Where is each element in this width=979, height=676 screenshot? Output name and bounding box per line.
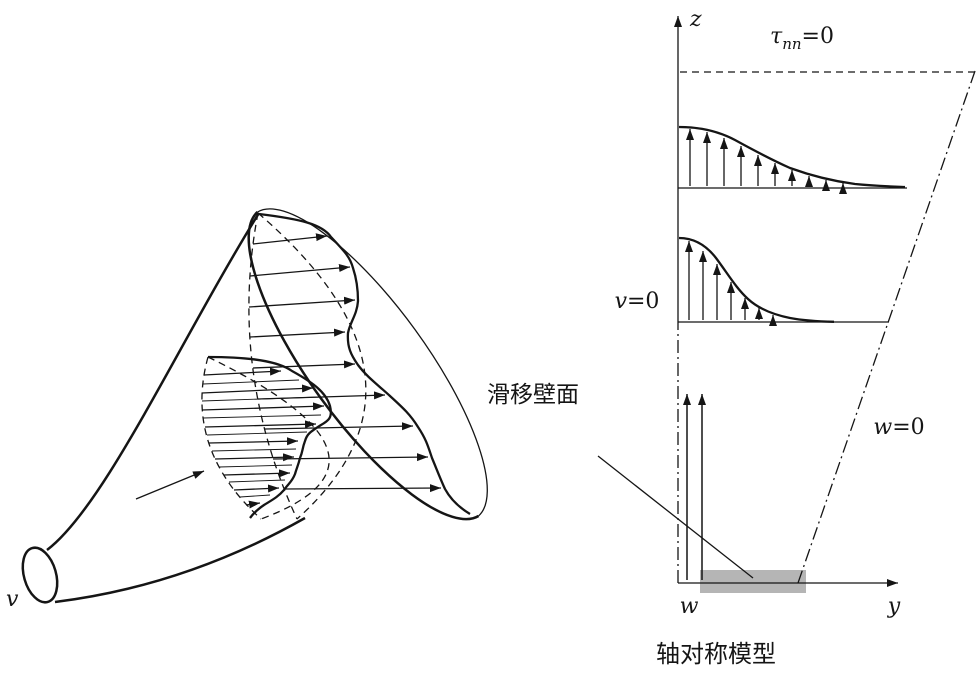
velocity-arrow xyxy=(201,384,314,394)
top-profile-arrows xyxy=(686,129,847,194)
mid-profile-arrows xyxy=(685,241,777,326)
velocity-arrow xyxy=(252,233,328,245)
outer-boundary-dashdot-line xyxy=(797,70,976,584)
mid-profile-curve xyxy=(678,236,835,323)
axisymmetric-model-figure: z τnn=0 v=0 w=0 w y 滑移壁面 轴对称模型 xyxy=(487,7,976,668)
small-profile-envelope xyxy=(207,355,332,519)
velocity-arrow xyxy=(223,469,291,478)
hatch-line xyxy=(206,431,308,436)
hatch-line xyxy=(228,479,286,483)
section-small-far-arc xyxy=(207,356,330,520)
w-symbol: w xyxy=(873,415,892,440)
tau-subscript: nn xyxy=(782,35,801,53)
hatch-line xyxy=(239,494,271,498)
section-large-hidden-arc xyxy=(248,212,298,520)
velocity-arrow xyxy=(249,264,351,277)
section-small-hidden-arc xyxy=(201,356,262,520)
funnel-lower-edge xyxy=(54,516,306,604)
hatch-line xyxy=(218,464,293,468)
bell-rim-far-edge xyxy=(257,208,488,517)
tau-boundary-condition-label: τnn=0 xyxy=(770,24,834,53)
y-axis-label: y xyxy=(887,594,901,619)
z-axis-label: z xyxy=(689,7,702,32)
tau-equals-zero: =0 xyxy=(802,24,834,49)
velocity-arrow xyxy=(283,484,442,493)
tau-symbol: τ xyxy=(770,24,783,49)
w-boundary-condition-label: w=0 xyxy=(873,415,924,440)
hatch-line xyxy=(211,448,297,452)
velocity-arrow xyxy=(208,437,299,446)
small-profile-arrows xyxy=(201,367,325,509)
inlet-velocity-label: v xyxy=(6,587,19,612)
slip-wall-label: 滑移壁面 xyxy=(487,381,579,407)
w-axis-label: w xyxy=(680,594,699,619)
velocity-arrow xyxy=(204,420,317,429)
velocity-arrow xyxy=(233,484,280,493)
velocity-arrow xyxy=(214,453,295,462)
jet-axis-arrow xyxy=(135,470,205,500)
hatch-line xyxy=(201,396,321,402)
hatch-line xyxy=(202,414,322,419)
v-boundary-condition-label: v=0 xyxy=(615,289,660,314)
bell-rim-near-edge xyxy=(247,211,480,521)
w-equals-zero: =0 xyxy=(892,415,924,440)
velocity-arrow xyxy=(201,402,325,411)
velocity-arrow xyxy=(203,367,282,376)
slip-wall-block xyxy=(700,570,806,593)
velocity-arrow xyxy=(249,328,346,338)
hatch-line xyxy=(202,379,300,385)
figure-caption: 轴对称模型 xyxy=(656,641,776,668)
velocity-arrow xyxy=(248,296,356,308)
large-profile-envelope xyxy=(258,212,471,515)
v-equals-zero: =0 xyxy=(627,289,659,314)
inlet-mouth-ellipse xyxy=(21,546,59,604)
small-profile-hatch-lines xyxy=(201,379,322,498)
velocity-arrow xyxy=(272,453,429,462)
velocity-arrow xyxy=(245,500,261,509)
funnel-upper-edge xyxy=(46,212,261,551)
jet-3d-figure: v xyxy=(6,208,488,612)
v-symbol: v xyxy=(615,289,628,314)
top-profile-curve xyxy=(678,125,906,189)
velocity-arrow xyxy=(264,422,414,431)
velocity-arrow xyxy=(252,360,356,369)
slip-wall-pointer-line xyxy=(597,455,754,579)
large-profile-arrows xyxy=(248,233,442,493)
